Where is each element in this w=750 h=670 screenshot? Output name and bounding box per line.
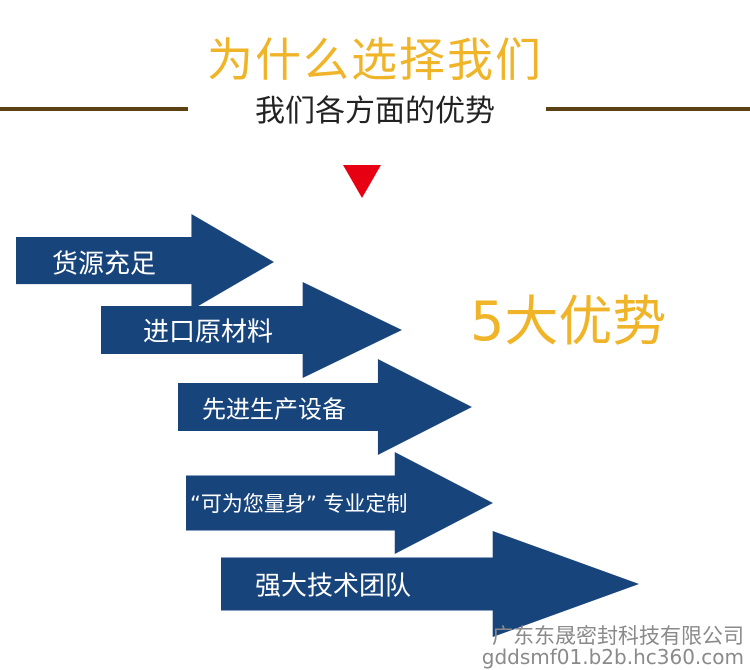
- advantage-label: 进口原材料: [143, 317, 274, 348]
- advantage-arrow-2: 进口原材料: [101, 282, 402, 378]
- watermark-company: 广东东晟密封科技有限公司: [492, 624, 744, 648]
- advantage-label: “可为您量身” 专业定制: [190, 492, 408, 516]
- advantage-label: 先进生产设备: [202, 395, 346, 424]
- page-title: 为什么选择我们: [207, 33, 543, 87]
- advantage-arrow-1: 货源充足: [16, 214, 274, 310]
- title-rule-right: [546, 107, 750, 111]
- advantage-arrow-5: 强大技术团队: [221, 531, 639, 637]
- advantage-label: 货源充足: [52, 249, 157, 280]
- title-rule-left: [0, 107, 188, 111]
- down-triangle-icon: [343, 165, 381, 198]
- watermark-url: gddsmf01.b2b.hc360.com: [481, 645, 744, 669]
- advantage-arrow-3: 先进生产设备: [178, 359, 472, 455]
- advantage-arrow-4: “可为您量身” 专业定制: [186, 452, 493, 554]
- page-subtitle: 我们各方面的优势: [255, 94, 495, 129]
- advantage-label: 强大技术团队: [255, 571, 412, 602]
- advantages-summary: 5大优势: [470, 290, 667, 353]
